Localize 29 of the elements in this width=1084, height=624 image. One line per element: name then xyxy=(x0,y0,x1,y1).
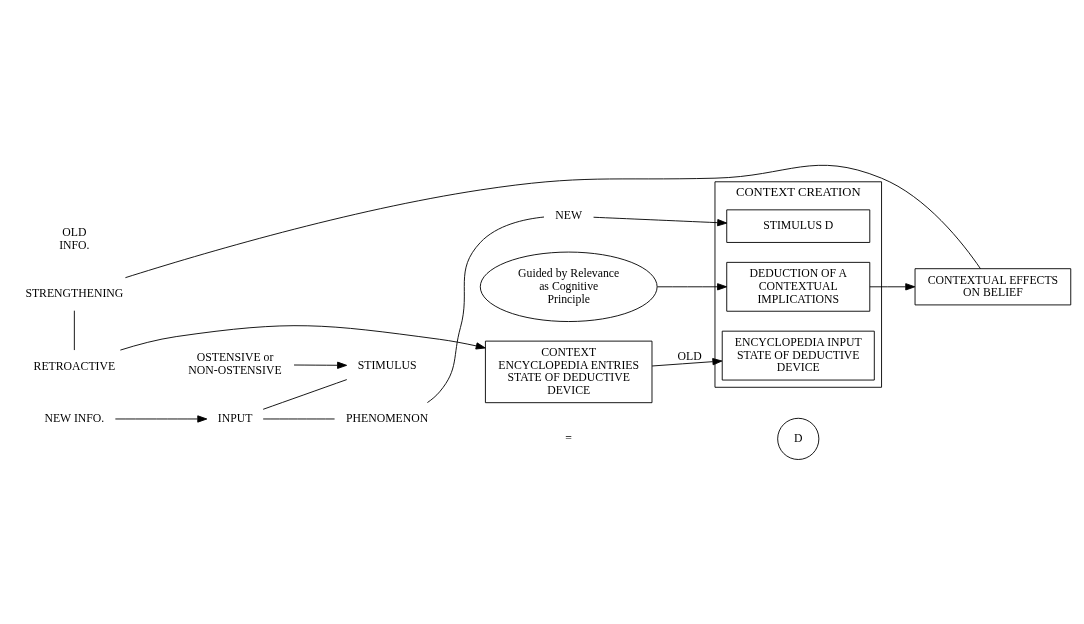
node-box: ENCYCLOPEDIA INPUT STATE OF DEDUCTIVE DEVICE xyxy=(721,330,875,381)
node-text: NEW xyxy=(555,209,583,223)
node-box: CONTEXTUAL EFFECTS ON BELIEF xyxy=(914,268,1072,306)
arrow xyxy=(651,358,723,367)
connector xyxy=(73,310,75,351)
arrow xyxy=(114,415,208,423)
arrow xyxy=(593,216,728,227)
node-text: NEW INFO. xyxy=(44,412,105,426)
node-box: DEDUCTION OF A CONTEXTUAL IMPLICATIONS xyxy=(726,261,871,312)
node-text: INPUT xyxy=(217,412,253,426)
node-text: STRENGTHENING xyxy=(25,287,124,301)
connector xyxy=(124,164,981,279)
node-text: RETROACTIVE xyxy=(33,359,116,373)
arrow xyxy=(293,361,348,369)
label: OLD INFO. xyxy=(59,226,90,253)
node-text: STIMULUS xyxy=(357,358,417,372)
arrow xyxy=(869,283,916,291)
connector xyxy=(262,379,348,410)
edge-label: OLD xyxy=(677,349,702,363)
node-text: PHENOMENON xyxy=(346,412,429,426)
label: = xyxy=(565,431,573,445)
node-ellipse: Guided by Relevance as Cognitive Principle xyxy=(479,251,658,322)
node-box: STIMULUS D xyxy=(726,209,871,243)
arrow xyxy=(119,325,486,351)
arrow xyxy=(656,283,728,291)
node-text: OSTENSIVE or NON-OSTENSIVE xyxy=(188,351,282,378)
connector xyxy=(426,216,545,404)
node-box: CONTEXT ENCYCLOPEDIA ENTRIES STATE OF DEDUCTIVE DEVICE xyxy=(484,340,653,404)
node-circle: D xyxy=(777,417,820,460)
